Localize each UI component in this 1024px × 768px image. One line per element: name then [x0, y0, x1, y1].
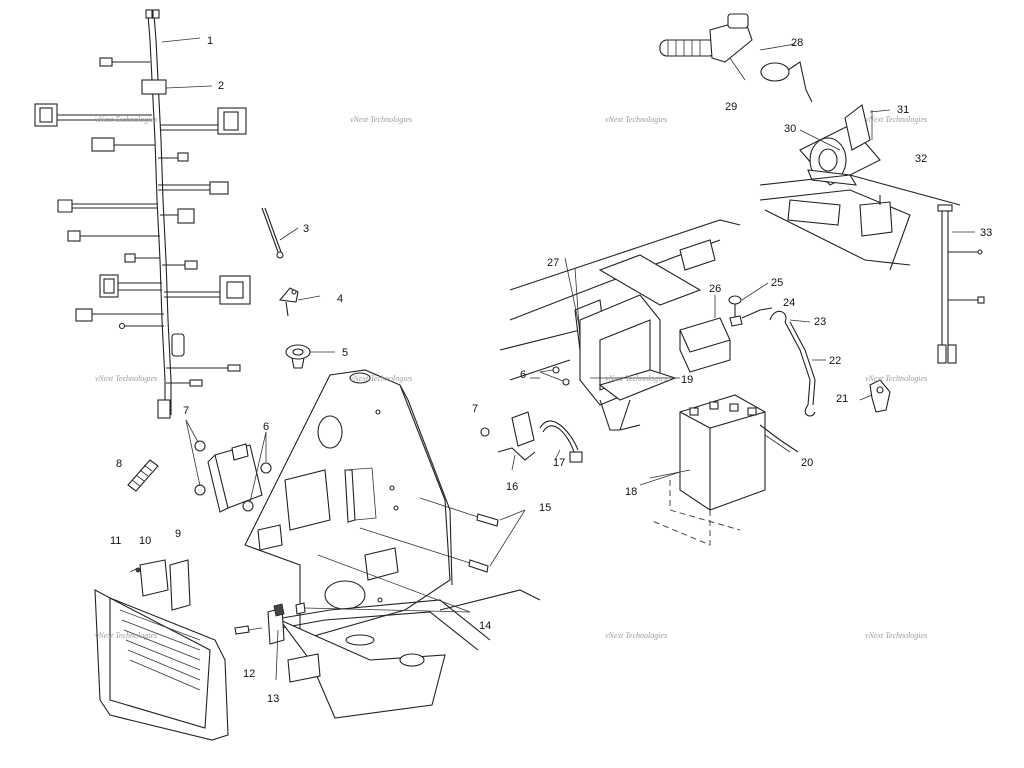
clip-21	[869, 379, 891, 413]
leader-lines	[530, 267, 873, 486]
callout-28: 28	[791, 37, 803, 49]
callout-23: 23	[814, 316, 826, 328]
cable-33	[937, 204, 985, 364]
grommet-part-5	[285, 344, 335, 369]
callout-7a: 7	[183, 405, 189, 417]
bolt-25	[728, 282, 769, 320]
callout-10: 10	[139, 535, 151, 547]
watermark-text: vNext Technologies	[95, 115, 157, 124]
battery-pad	[679, 295, 731, 373]
handlebar-switch	[659, 13, 813, 103]
watermark-text: vNext Technologies	[605, 115, 667, 124]
wire-part-3	[261, 207, 299, 259]
frame-lower	[269, 589, 541, 719]
mounting-plate	[244, 369, 526, 641]
callout-33: 33	[980, 227, 992, 239]
frame-upper-right	[759, 174, 961, 271]
callout-11: 11	[110, 535, 121, 547]
wiring-harness	[34, 9, 251, 419]
callout-22: 22	[829, 355, 841, 367]
callout-32: 32	[915, 153, 927, 165]
battery-tray	[539, 257, 677, 431]
watermarks: vNext Technologies vNext Technologies vN…	[95, 115, 927, 640]
bracket-parts	[234, 554, 471, 681]
watermark-text: vNext Technologies	[865, 115, 927, 124]
horn-assembly	[799, 104, 891, 186]
callout-14: 14	[479, 620, 491, 632]
strap-22	[769, 310, 826, 417]
callout-16: 16	[506, 481, 518, 493]
watermark-text: vNext Technologies	[95, 374, 157, 383]
watermark-text: vNext Technologies	[95, 631, 157, 640]
cable-20	[759, 424, 799, 453]
callout-30: 30	[784, 123, 796, 135]
callout-25: 25	[771, 277, 783, 289]
callout-6a: 6	[263, 421, 269, 433]
coil-assembly	[185, 419, 272, 513]
relay-16	[480, 411, 536, 471]
watermark-text: vNext Technologies	[605, 631, 667, 640]
callout-6b: 6	[520, 369, 526, 381]
watermark-text: vNext Technologies	[350, 115, 412, 124]
callout-2: 2	[218, 80, 224, 92]
callout-3: 3	[303, 223, 309, 235]
callout-26: 26	[709, 283, 721, 295]
front-guard	[94, 559, 229, 741]
callout-29: 29	[725, 101, 737, 113]
callout-4: 4	[337, 293, 343, 305]
callout-13: 13	[267, 693, 279, 705]
callout-7b: 7	[472, 403, 478, 415]
wire-17	[539, 420, 583, 463]
callout-24: 24	[783, 297, 795, 309]
battery	[649, 394, 766, 546]
callout-8: 8	[116, 458, 122, 470]
callout-labels: 1 2 3 4 5 6 7 8 9 10 11 12 13 14 15 16 1…	[110, 35, 992, 705]
watermark-text: vNext Technologies	[865, 374, 927, 383]
watermark-text: vNext Technologies	[865, 631, 927, 640]
callout-21: 21	[836, 393, 848, 405]
nut-24	[729, 307, 773, 327]
watermark-text: vNext Technologies	[605, 374, 667, 383]
callout-1: 1	[207, 35, 213, 47]
watermark-text: vNext Technologies	[350, 374, 412, 383]
callout-27: 27	[547, 257, 559, 269]
spring-part-8	[127, 459, 159, 492]
callout-5: 5	[342, 347, 348, 359]
callout-20: 20	[801, 457, 813, 469]
callout-31: 31	[897, 104, 909, 116]
callout-18: 18	[625, 486, 637, 498]
callout-19: 19	[681, 374, 693, 386]
clip-part-4	[278, 287, 321, 317]
callout-12: 12	[243, 668, 255, 680]
callout-15: 15	[539, 502, 551, 514]
callout-17: 17	[553, 457, 565, 469]
callout-9: 9	[175, 528, 181, 540]
